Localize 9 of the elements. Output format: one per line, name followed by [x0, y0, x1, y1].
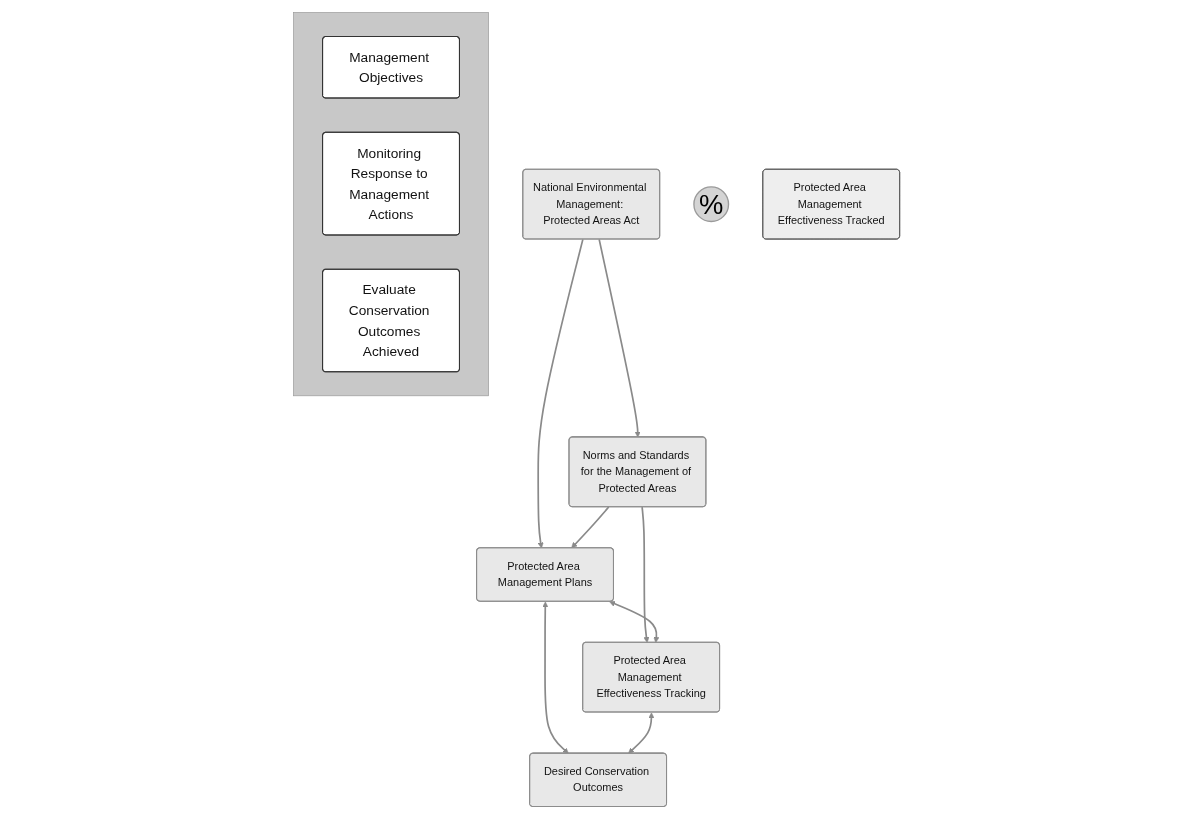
arrow — [537, 238, 585, 549]
arrow — [571, 506, 610, 549]
arrow — [628, 712, 655, 754]
arrow — [542, 601, 570, 754]
arrow — [609, 600, 660, 643]
arrow — [641, 506, 650, 643]
cluster — [293, 12, 490, 397]
node-circle: % — [693, 186, 730, 223]
arrow — [598, 238, 642, 438]
